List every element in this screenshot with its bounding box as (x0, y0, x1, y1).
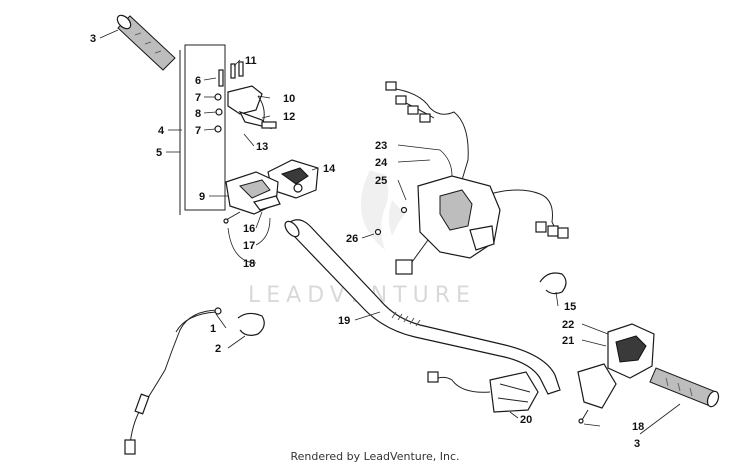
callout-18: 18 (632, 421, 644, 433)
callout-20: 20 (520, 414, 532, 426)
callout-22: 22 (562, 319, 574, 331)
callout-7: 7 (195, 92, 201, 104)
throttle-housing[interactable] (223, 171, 281, 224)
callout-25: 25 (375, 175, 387, 187)
footer-credit: Rendered by LeadVenture, Inc. (290, 450, 460, 463)
leader-lines (99, 29, 681, 435)
callout-7: 7 (195, 125, 201, 137)
grip-left[interactable] (115, 13, 176, 71)
callout-15: 15 (564, 301, 576, 313)
callout-labels: 3 4 5 6 7 8 7 11 10 12 13 14 9 16 17 18 … (90, 33, 644, 450)
callout-14: 14 (323, 163, 336, 175)
callout-11: 11 (245, 55, 257, 67)
watermark-logo (361, 170, 405, 250)
callout-8: 8 (195, 108, 201, 120)
switch-housing-right[interactable] (374, 175, 501, 275)
callout-3: 3 (634, 438, 640, 450)
callout-3: 3 (90, 33, 96, 45)
callout-23: 23 (375, 140, 387, 152)
wiring-harness[interactable] (385, 81, 569, 239)
callout-5: 5 (156, 147, 162, 159)
throttle-lever[interactable] (227, 85, 277, 130)
callout-18: 18 (243, 258, 255, 270)
callout-26: 26 (346, 233, 358, 245)
callout-1: 1 (210, 323, 216, 335)
callout-19: 19 (338, 315, 350, 327)
bracket-frame (179, 44, 226, 215)
heater-element[interactable] (427, 371, 539, 413)
grip-right[interactable] (649, 367, 721, 408)
callout-6: 6 (195, 75, 201, 87)
clamp-ring-right (539, 272, 567, 295)
callout-17: 17 (243, 240, 255, 252)
clamp-ring-left (237, 312, 265, 336)
callout-13: 13 (256, 141, 268, 153)
callout-10: 10 (283, 93, 295, 105)
callout-24: 24 (375, 157, 388, 169)
throttle-cable[interactable] (124, 307, 222, 455)
callout-12: 12 (283, 111, 295, 123)
pins (214, 61, 244, 133)
callout-9: 9 (199, 191, 205, 203)
callout-21: 21 (562, 335, 574, 347)
switch-assembly-right[interactable] (577, 323, 655, 424)
callout-2: 2 (215, 343, 221, 355)
switch-housing-left[interactable] (267, 159, 319, 199)
handlebar[interactable] (282, 219, 561, 395)
callout-16: 16 (243, 223, 255, 235)
callout-4: 4 (158, 125, 165, 137)
